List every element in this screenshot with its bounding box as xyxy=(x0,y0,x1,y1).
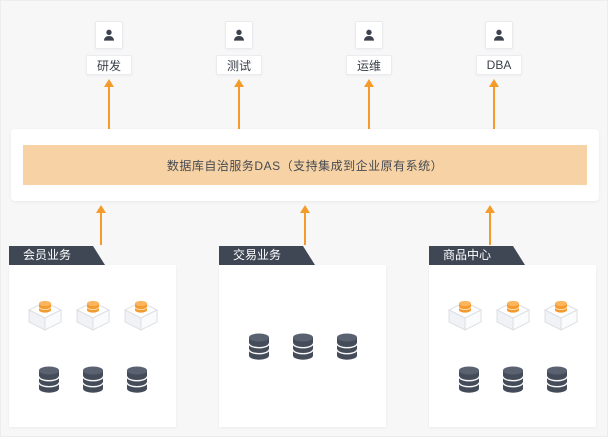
role-label: 研发 xyxy=(86,55,132,75)
person-icon xyxy=(95,21,123,49)
icon-row xyxy=(457,366,569,393)
group-body xyxy=(219,265,386,427)
box-db-icon xyxy=(495,299,531,331)
group-tab: 交易业务 xyxy=(219,246,315,265)
database-cylinder-icon xyxy=(125,366,149,393)
arrow-up-icon xyxy=(489,79,499,87)
database-cylinder-icon xyxy=(545,366,569,393)
icon-row xyxy=(27,299,159,331)
arrow-das-to-test xyxy=(233,79,245,129)
role-label: 测试 xyxy=(216,55,262,75)
group-tab-label: 会员业务 xyxy=(23,248,72,262)
box-db-icon xyxy=(447,299,483,331)
database-cylinder-icon xyxy=(335,333,359,360)
role-label: DBA xyxy=(476,55,522,75)
group-member-business: 会员业务 xyxy=(9,246,176,427)
group-trade-business: 交易业务 xyxy=(219,246,386,427)
person-icon xyxy=(355,21,383,49)
arrow-up-icon xyxy=(104,79,114,87)
group-product-center: 商品中心 xyxy=(429,246,596,427)
icon-row xyxy=(37,366,149,393)
das-bar: 数据库自治服务DAS（支持集成到企业原有系统） xyxy=(23,145,587,185)
arrow-das-to-dev xyxy=(103,79,115,129)
database-cylinder-icon xyxy=(457,366,481,393)
group-tab-label: 商品中心 xyxy=(443,248,492,262)
group-tab: 商品中心 xyxy=(429,246,525,265)
arrow-trade-to-das xyxy=(299,205,311,245)
arrow-member-to-das xyxy=(95,205,107,245)
icon-row xyxy=(447,299,579,331)
arrow-up-icon xyxy=(364,79,374,87)
database-cylinder-icon xyxy=(247,333,271,360)
role-ops: 运维 xyxy=(339,21,399,75)
person-icon xyxy=(485,21,513,49)
box-db-icon xyxy=(75,299,111,331)
box-db-icon xyxy=(27,299,63,331)
person-icon xyxy=(225,21,253,49)
group-tab-label: 交易业务 xyxy=(233,248,282,262)
icon-row xyxy=(247,333,359,360)
group-body xyxy=(429,265,596,427)
arrow-up-icon xyxy=(96,205,106,213)
role-label: 运维 xyxy=(346,55,392,75)
arrow-up-icon xyxy=(300,205,310,213)
das-panel: 数据库自治服务DAS（支持集成到企业原有系统） xyxy=(11,129,599,201)
arrow-up-icon xyxy=(485,205,495,213)
arrow-product-to-das xyxy=(484,205,496,245)
group-body xyxy=(9,265,176,427)
role-test: 测试 xyxy=(209,21,269,75)
group-tab: 会员业务 xyxy=(9,246,105,265)
arrow-das-to-ops xyxy=(363,79,375,129)
box-db-icon xyxy=(123,299,159,331)
database-cylinder-icon xyxy=(37,366,61,393)
das-label: 数据库自治服务DAS（支持集成到企业原有系统） xyxy=(166,158,444,173)
role-dba: DBA xyxy=(469,21,529,75)
database-cylinder-icon xyxy=(501,366,525,393)
database-cylinder-icon xyxy=(291,333,315,360)
box-db-icon xyxy=(543,299,579,331)
arrow-das-to-dba xyxy=(488,79,500,129)
arrow-up-icon xyxy=(234,79,244,87)
database-cylinder-icon xyxy=(81,366,105,393)
role-dev: 研发 xyxy=(79,21,139,75)
